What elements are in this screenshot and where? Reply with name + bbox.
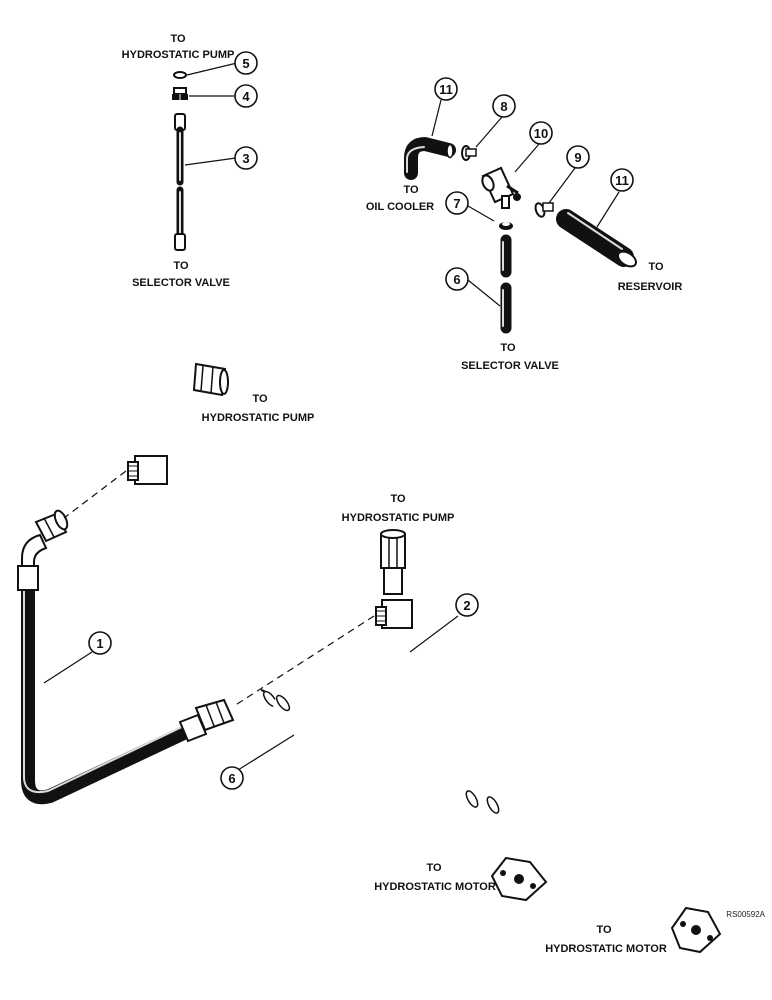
item-4-adapter-fitting [172, 87, 188, 100]
label-to-pump-right-to: TO [390, 493, 406, 505]
label-to-pump-right: HYDROSTATIC PUMP [342, 512, 455, 524]
svg-text:10: 10 [534, 126, 548, 141]
item-11-hose-to-reservoir [556, 209, 638, 268]
label-to-oil-cooler-to: TO [403, 184, 419, 196]
right-tube-flange-motor [670, 906, 722, 954]
label-to-pump-top: HYDROSTATIC PUMP [122, 49, 235, 61]
cooler-reservoir-hose-assembly: 11 8 10 9 11 7 6 TO OIL COOLER TO RESERV… [366, 77, 683, 372]
callout-11-right: 11 [610, 168, 634, 192]
svg-text:8: 8 [500, 99, 507, 114]
right-tube-nut-top [380, 529, 406, 595]
label-to-reservoir: RESERVOIR [618, 281, 683, 293]
label-to-pump-mid-to: TO [252, 393, 268, 405]
right-tube-tee-fitting [375, 599, 413, 629]
pump-to-selector-hose-assembly: 5 4 3 TO HYDROSTATIC PUMP TO SELECTOR VA… [122, 33, 258, 289]
alignment-line-upper [63, 470, 127, 519]
svg-text:1: 1 [96, 636, 103, 651]
tube-tee-fitting [127, 455, 168, 485]
item-8-hose-clamp [499, 222, 513, 230]
item-2-steel-tube: 2 [375, 529, 722, 954]
callout-7: 6 [445, 267, 469, 291]
label-to-pump-top-to: TO [170, 33, 186, 45]
svg-text:2: 2 [463, 598, 470, 613]
hose-lower-nut [178, 698, 235, 743]
svg-text:9: 9 [574, 150, 581, 165]
callout-8: 7 [445, 191, 469, 215]
figure-reference: RS00592A [726, 910, 765, 919]
item-10-tee-fitting [481, 166, 521, 209]
callout-11-left: 11 [434, 77, 458, 101]
item-9-hose-clamp-left [461, 145, 477, 161]
tube-flange-motor [490, 856, 548, 902]
item-3-hose-lower [174, 186, 186, 251]
label-to-selector-left-to: TO [173, 260, 189, 272]
callout-2: 2 [455, 593, 479, 617]
alignment-line-lower [233, 615, 375, 707]
label-to-motor-left-to: TO [426, 862, 442, 874]
label-to-oil-cooler: OIL COOLER [366, 201, 434, 213]
tube-nut-top [192, 362, 229, 397]
svg-text:6: 6 [228, 771, 235, 786]
svg-text:4: 4 [242, 89, 250, 104]
callout-5: 5 [234, 51, 258, 75]
callout-9-right: 9 [566, 145, 590, 169]
label-to-motor-left: HYDROSTATIC MOTOR [374, 881, 496, 893]
callout-3: 3 [234, 146, 258, 170]
svg-text:7: 7 [453, 196, 460, 211]
svg-text:6: 6 [453, 272, 460, 287]
svg-text:11: 11 [615, 173, 629, 188]
svg-text:3: 3 [242, 151, 249, 166]
item-7-hose [500, 234, 512, 334]
label-to-motor-right: HYDROSTATIC MOTOR [545, 943, 667, 955]
item-9-hose-clamp-right [534, 202, 554, 218]
item-1-flex-hose: 1 [17, 509, 235, 805]
label-to-selector-right-to: TO [500, 342, 516, 354]
label-to-motor-right-to: TO [596, 924, 612, 936]
svg-text:5: 5 [242, 56, 249, 71]
svg-text:11: 11 [439, 82, 453, 97]
hose-upper-elbow [17, 509, 69, 591]
callout-9-left: 8 [492, 94, 516, 118]
callout-6: 6 6 [220, 766, 244, 790]
item-5-seal-ring [173, 71, 187, 79]
label-to-selector-right: SELECTOR VALVE [461, 360, 559, 372]
label-to-pump-mid: HYDROSTATIC PUMP [202, 412, 315, 424]
item-3-hose-upper [174, 113, 186, 186]
callout-4: 4 [234, 84, 258, 108]
callout-10: 10 [529, 121, 553, 145]
item-6-steel-tube: 6 6 [127, 351, 548, 902]
label-to-selector-left: SELECTOR VALVE [132, 277, 230, 289]
label-to-reservoir-to: TO [648, 261, 664, 273]
callout-1: 1 [88, 631, 112, 655]
